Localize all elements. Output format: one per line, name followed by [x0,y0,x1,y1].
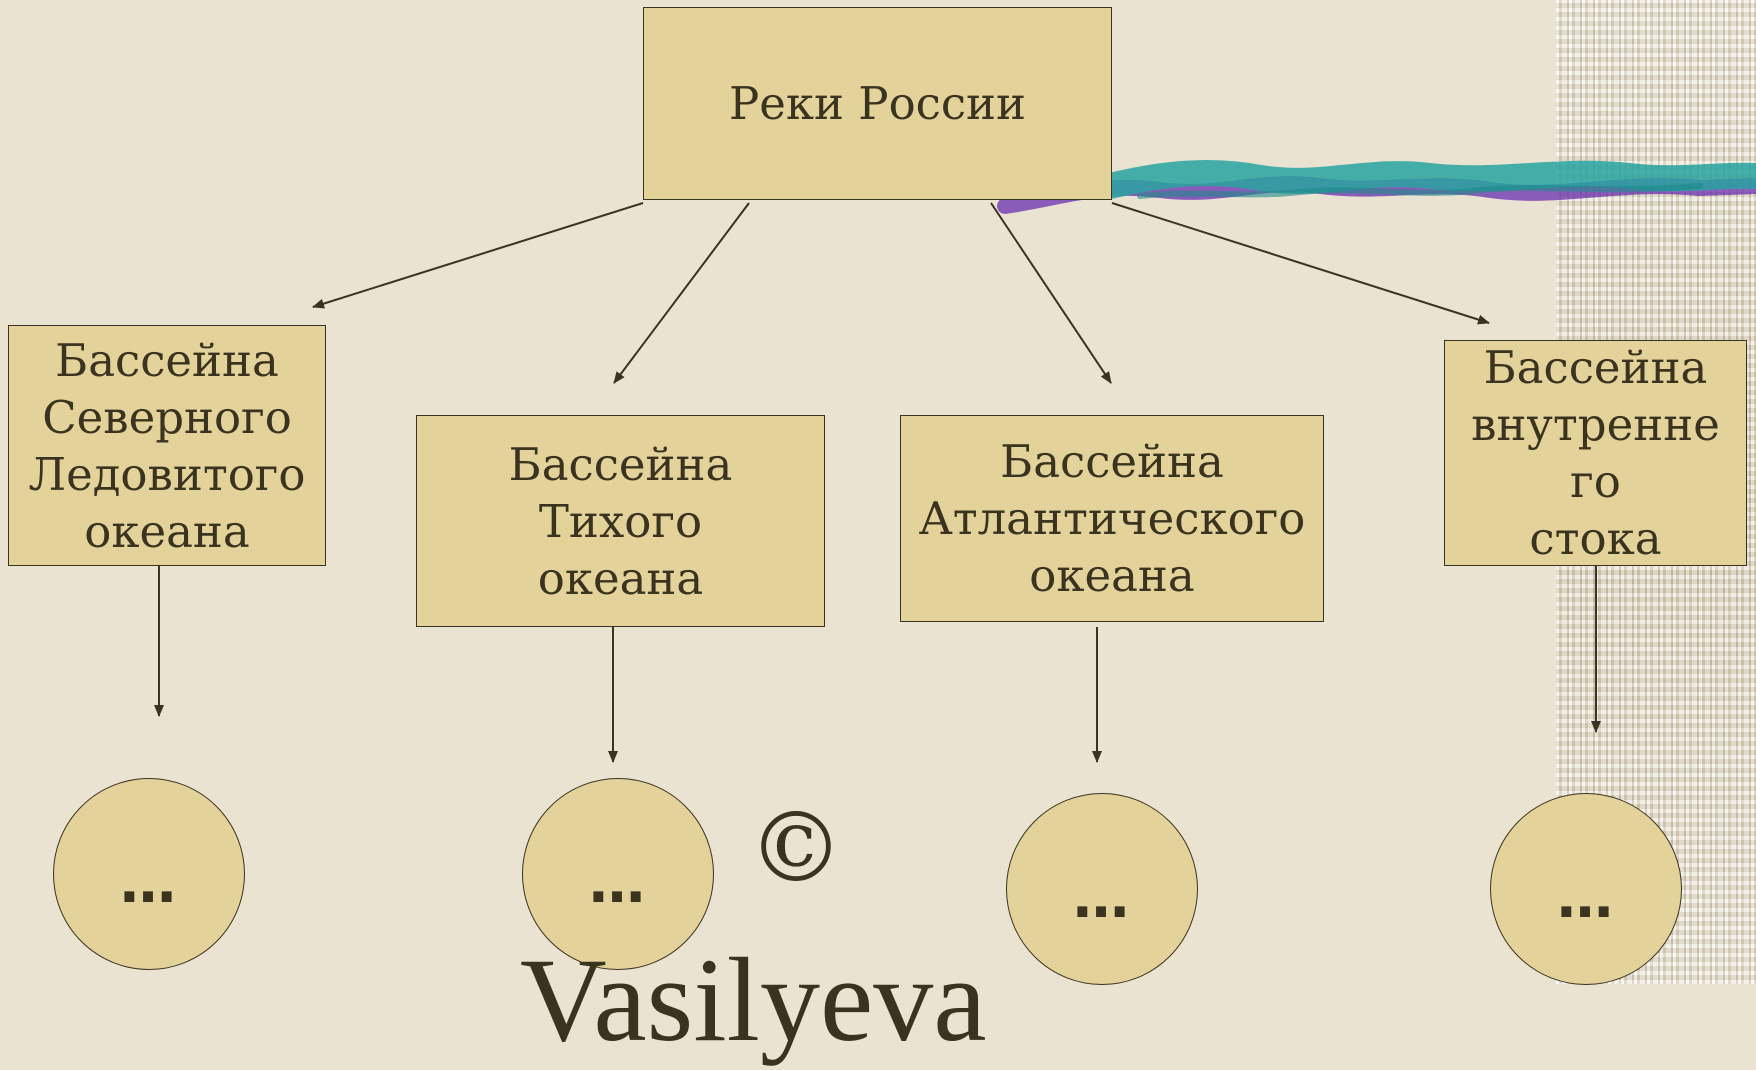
basin-node-arctic-ocean: Бассейна Северного Ледовитого океана [8,325,326,566]
copyright-symbol: © [748,792,844,904]
arrow-root-to-pacific [613,202,750,384]
connector-layer [154,159,1756,763]
leaf-node-arctic: … [53,778,245,970]
basin-node-atlantic-ocean: Бассейна Атлантического океана [900,415,1324,622]
basin-node-internal-drainage: Бассейна внутренне го стока [1444,340,1747,566]
arrow-root-to-atlantic [990,202,1112,384]
basin-node-pacific-ocean: Бассейна Тихого океана [416,415,825,627]
leaf-node-internal: … [1490,793,1682,985]
author-watermark: Vasilyeva [520,933,987,1066]
leaf-node-pacific: … [522,778,714,970]
arrow-root-to-internal [1111,202,1490,325]
arrow-root-to-arctic [312,202,644,309]
root-node-rivers-of-russia: Реки России [643,7,1112,200]
decorative-scribble [997,159,1756,214]
leaf-node-atlantic: … [1006,793,1198,985]
